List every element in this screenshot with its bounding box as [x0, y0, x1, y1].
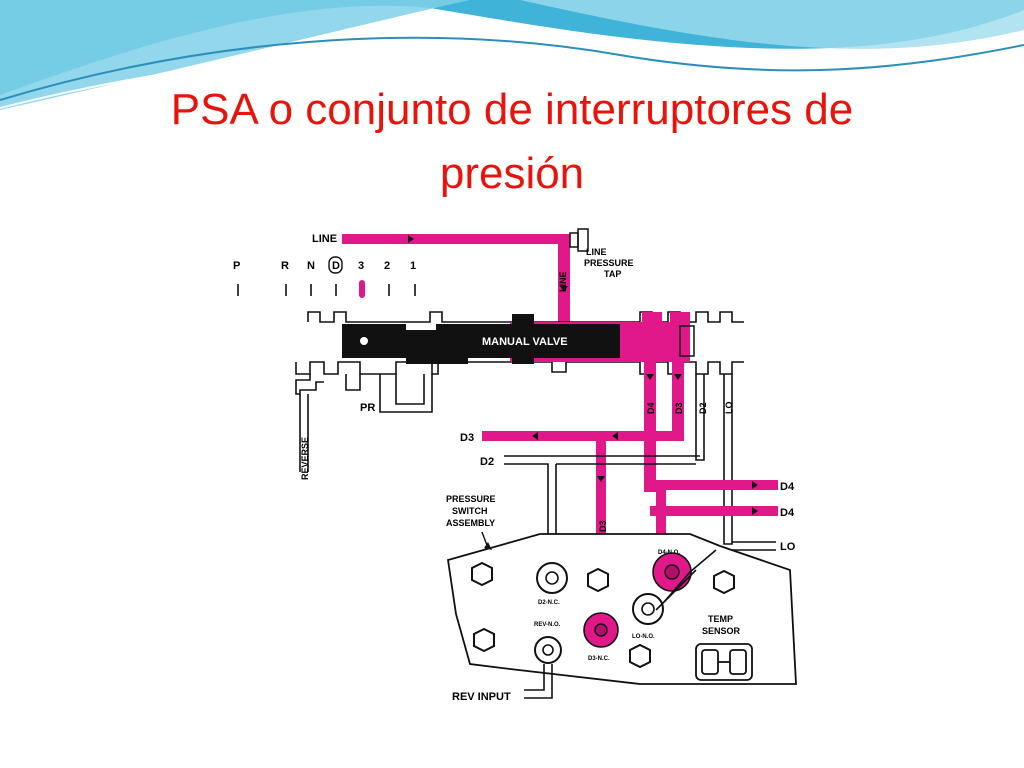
d4-output-1-label: D4 [780, 481, 795, 493]
temp-sensor-label-2: SENSOR [702, 626, 741, 636]
d4-output-2 [650, 506, 778, 516]
reverse-passage [295, 374, 324, 395]
gear-3-label: 3 [358, 260, 364, 272]
d3-horizontal-label: D3 [460, 432, 474, 444]
reverse-label: REVERSE [300, 437, 310, 480]
d2-horizontal-label: D2 [480, 456, 494, 468]
psa-label-1: PRESSURE [446, 494, 496, 504]
valve-body-bottom [295, 361, 744, 375]
pr-passage [379, 374, 433, 413]
gear-r-label: R [281, 260, 289, 272]
gear-p-label: P [233, 260, 240, 272]
pressure-switch-assembly-diagram: P R N D 3 2 1 LINE LINE LINE PRESSURE TA… [220, 214, 816, 730]
lo-output [732, 541, 776, 551]
svg-text:D4-N.O.: D4-N.O. [658, 550, 680, 556]
line-pressure-tap-label-3: TAP [604, 269, 621, 279]
line-label: LINE [312, 233, 337, 245]
lo-output-label: LO [780, 541, 796, 553]
line-pressure-tap-label-1: LINE [586, 247, 607, 257]
d2-port [695, 374, 705, 461]
gear-n-label: N [307, 260, 315, 272]
line-pressure-tap-label-2: PRESSURE [584, 258, 634, 268]
d2-horizontal-passage [504, 455, 700, 544]
slide-title-line-2: presión [439, 149, 585, 198]
d4-output-1 [650, 480, 778, 490]
line-pressure-tap-fitting [569, 232, 579, 248]
d3-vertical-label: D3 [674, 402, 684, 414]
manual-valve-spool [342, 314, 620, 364]
line-vertical-label: LINE [558, 271, 568, 292]
manual-valve-label: MANUAL VALVE [482, 336, 568, 348]
slide-title-line-1: PSA o conjunto de interruptores de [170, 85, 854, 134]
lo-port [723, 374, 733, 545]
slide-header-waves [0, 0, 1024, 110]
svg-text:D3-N.C.: D3-N.C. [588, 656, 610, 662]
pr-label: PR [360, 402, 375, 414]
slide-title: PSA o conjunto de interruptores de presi… [0, 78, 1024, 206]
line-passage [342, 234, 570, 244]
psa-label-2: SWITCH [452, 506, 488, 516]
gear-d-circle [328, 256, 343, 274]
mounting-bolts [471, 561, 735, 669]
pressure-switch-plate [446, 533, 797, 685]
d3-horizontal-passage [482, 431, 684, 441]
psa-label-3: ASSEMBLY [446, 518, 495, 528]
temp-sensor [695, 643, 753, 681]
d4-vertical-label: D4 [646, 402, 656, 414]
gear-2-label: 2 [384, 260, 390, 272]
temp-sensor-label-1: TEMP [708, 614, 733, 624]
d4-port [644, 362, 656, 492]
switch-d2-nc: D2-N.C. [536, 562, 568, 606]
shift-indicator-pointer [359, 280, 365, 298]
d3-vertical-label: D3 [598, 520, 608, 532]
gear-d-label: D [332, 260, 340, 272]
d2-vertical-label: D2 [698, 402, 708, 414]
switch-rev-no: REV-N.O. [534, 622, 562, 664]
switch-d3-nc: D3-N.C. [583, 612, 619, 662]
switch-lo-no: LO-N.O. [632, 593, 664, 640]
d4-output-2-label: D4 [780, 507, 795, 519]
gear-selector: P R N D 3 2 1 [233, 256, 416, 298]
gear-1-label: 1 [410, 260, 416, 272]
rev-input-passage [524, 664, 553, 699]
rev-input-label: REV INPUT [452, 691, 511, 703]
line-vertical-passage [558, 236, 570, 322]
svg-text:LO-N.O.: LO-N.O. [632, 634, 655, 640]
d3-port [672, 362, 684, 432]
lo-vertical-label: LO [724, 402, 734, 415]
svg-text:D2-N.C.: D2-N.C. [538, 600, 560, 606]
svg-text:REV-N.O.: REV-N.O. [534, 622, 561, 628]
gear-detent-ticks [237, 284, 416, 296]
